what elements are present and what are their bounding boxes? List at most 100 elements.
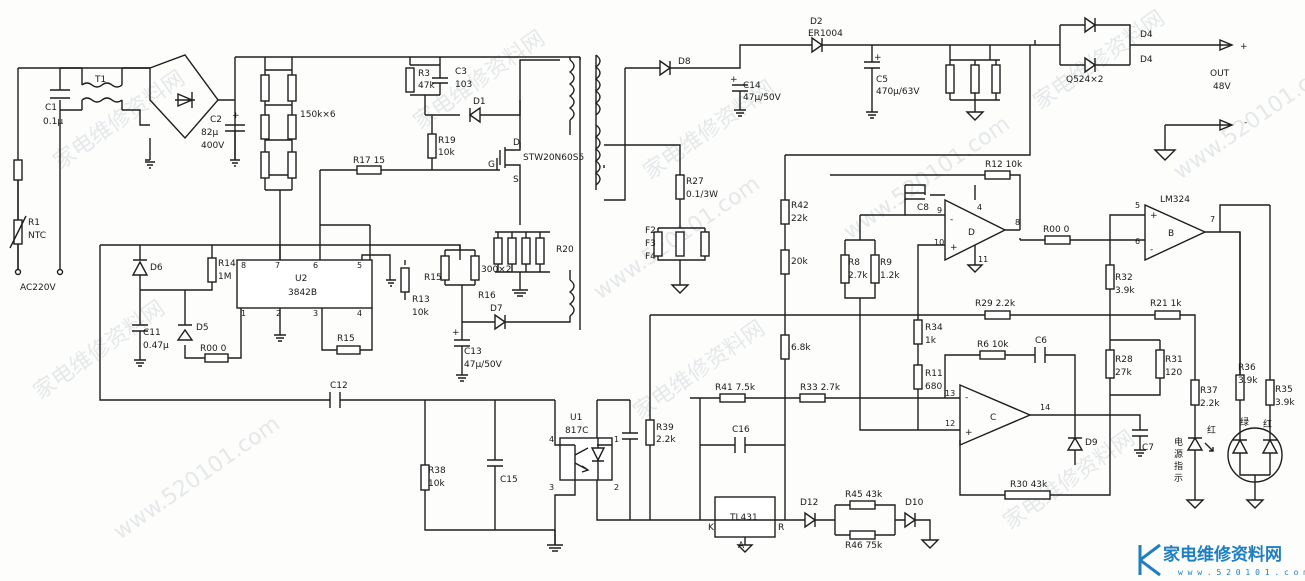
r42-label: R42 [791, 201, 809, 211]
r39-value: 2.2k [656, 435, 676, 445]
d8-label: D8 [678, 57, 691, 67]
svg-text:+: + [1150, 211, 1158, 221]
svg-text:8: 8 [241, 261, 246, 270]
d12-label: D12 [800, 498, 818, 508]
c11-value: 0.47μ [143, 341, 169, 351]
c3-value: 103 [455, 80, 472, 90]
svg-text:8: 8 [1015, 218, 1020, 227]
optocoupler: U1 817C 4 1 3 2 R38 10k C15 [420, 400, 619, 552]
c8-label: C8 [917, 203, 929, 213]
c1-label: C1 [45, 103, 57, 113]
pwr-char-1: 电 [1174, 436, 1183, 448]
svg-text:4: 4 [549, 435, 554, 444]
q524-label: Q524×2 [1066, 75, 1104, 85]
r27-label: R27 [686, 177, 704, 187]
r46-label: R46 75k [845, 541, 883, 551]
c13-label: C13 [464, 347, 482, 357]
r68-label: 6.8k [791, 343, 811, 353]
r31-label: R31 [1165, 355, 1183, 365]
r38-value: 10k [428, 479, 445, 489]
u2-part: 3842B [288, 288, 317, 298]
r45-label: R45 43k [845, 490, 883, 500]
input-stage: + T1 C1 0.1μ R1 NTC AC220V C2 82μ 400V [9, 54, 580, 293]
c11-label: C11 [143, 328, 161, 338]
r41-label: R41 7.5k [715, 383, 756, 393]
r31-value: 120 [1165, 368, 1182, 378]
ac-input-label: AC220V [20, 283, 56, 293]
svg-text:-: - [950, 215, 953, 225]
r35-label: R35 [1275, 385, 1293, 395]
r00a-label: R00 0 [200, 344, 227, 354]
r6-label: R6 10k [977, 340, 1009, 350]
svg-text:1: 1 [614, 435, 619, 444]
r36-label: R36 [1238, 363, 1256, 373]
r19-value: 10k [438, 148, 455, 158]
r35-value: 3.9k [1275, 398, 1295, 408]
r13-value: 10k [412, 308, 429, 318]
r30-label: R30 43k [1010, 480, 1048, 490]
current-sense: R15 300×2 R16 D7 + C13 47μ/50V [424, 245, 520, 382]
out-voltage: 48V [1213, 82, 1231, 92]
r3-label: R3 [418, 69, 430, 79]
r39-label: R39 [656, 423, 674, 433]
r14-label: R14 [218, 259, 236, 269]
r9-label: R9 [880, 258, 892, 268]
svg-text:2: 2 [276, 309, 281, 318]
svg-text:11: 11 [978, 255, 988, 264]
svg-text:-: - [965, 393, 968, 403]
d4a-label: D4 [1140, 30, 1153, 40]
d4b-label: D4 [1140, 55, 1153, 65]
svg-text:2: 2 [614, 483, 619, 492]
r15-label: R15 [424, 273, 442, 283]
svg-text:14: 14 [1040, 403, 1050, 412]
c15-label: C15 [500, 475, 518, 485]
mosfet-label: STW20N60S5 [523, 153, 584, 163]
d9-label: D9 [1085, 438, 1098, 448]
r3-value: 47k [418, 81, 435, 91]
r20-label: R20 [556, 245, 574, 255]
lm324-label: LM324 [1160, 195, 1190, 205]
opamp-c-label: C [990, 413, 996, 423]
c1-value: 0.1μ [43, 117, 63, 127]
out-plus: + [1240, 42, 1248, 52]
svg-text:7: 7 [1210, 215, 1215, 224]
svg-text:+: + [965, 428, 973, 438]
opamp-d-label: D [968, 228, 975, 238]
svg-text:+: + [452, 328, 460, 338]
led-red2-label: 红 [1263, 418, 1272, 430]
site-logo: 家电维修资料网 w w w . 5 2 0 1 0 1 . c o m [1138, 543, 1305, 577]
r38-label: R38 [428, 466, 446, 476]
r16-label: R16 [478, 291, 496, 301]
source-label: S [513, 175, 519, 185]
svg-text:1: 1 [241, 309, 246, 318]
r21-label: R21 1k [1150, 299, 1182, 309]
c5-label: C5 [876, 75, 888, 85]
mosfet-stage: G D S STW20N60S5 R17 15 R20 [320, 57, 584, 330]
uc3842-controller: U2 3842B 8 7 6 5 1 2 3 4 R13 10k R15 R00… [99, 170, 555, 408]
r32-value: 3.9k [1115, 286, 1135, 296]
pwr-char-2: 源 [1174, 449, 1183, 460]
d6-label: D6 [150, 263, 163, 273]
r32-label: R32 [1115, 273, 1133, 283]
f4-label: F4 [645, 252, 656, 262]
feedback-network: R42 22k 20k 6.8k R12 10k C8 - + D 9 10 4… [596, 45, 1241, 553]
tl431-r: R [778, 523, 784, 533]
d1-label: D1 [473, 97, 486, 107]
r29-label: R29 2.2k [975, 299, 1016, 309]
tl431-a: A [738, 541, 745, 551]
snubber: R3 47k C3 103 D1 R19 10k [405, 57, 521, 170]
svg-text:7: 7 [275, 261, 280, 270]
u2-label: U2 [295, 274, 307, 284]
c13-value: 47μ/50V [464, 360, 503, 370]
r8-value: 2.7k [848, 271, 868, 281]
pwr-char-3: 指 [1174, 460, 1183, 472]
svg-text:9: 9 [937, 206, 942, 215]
d5-label: D5 [196, 323, 209, 333]
d2-label: D2 [810, 17, 823, 27]
logo-title: 家电维修资料网 [1163, 544, 1282, 565]
opamp-b-label: B [1168, 229, 1174, 239]
r34-label: R34 [925, 323, 943, 333]
svg-text:6: 6 [313, 261, 318, 270]
svg-text:+: + [730, 75, 738, 85]
